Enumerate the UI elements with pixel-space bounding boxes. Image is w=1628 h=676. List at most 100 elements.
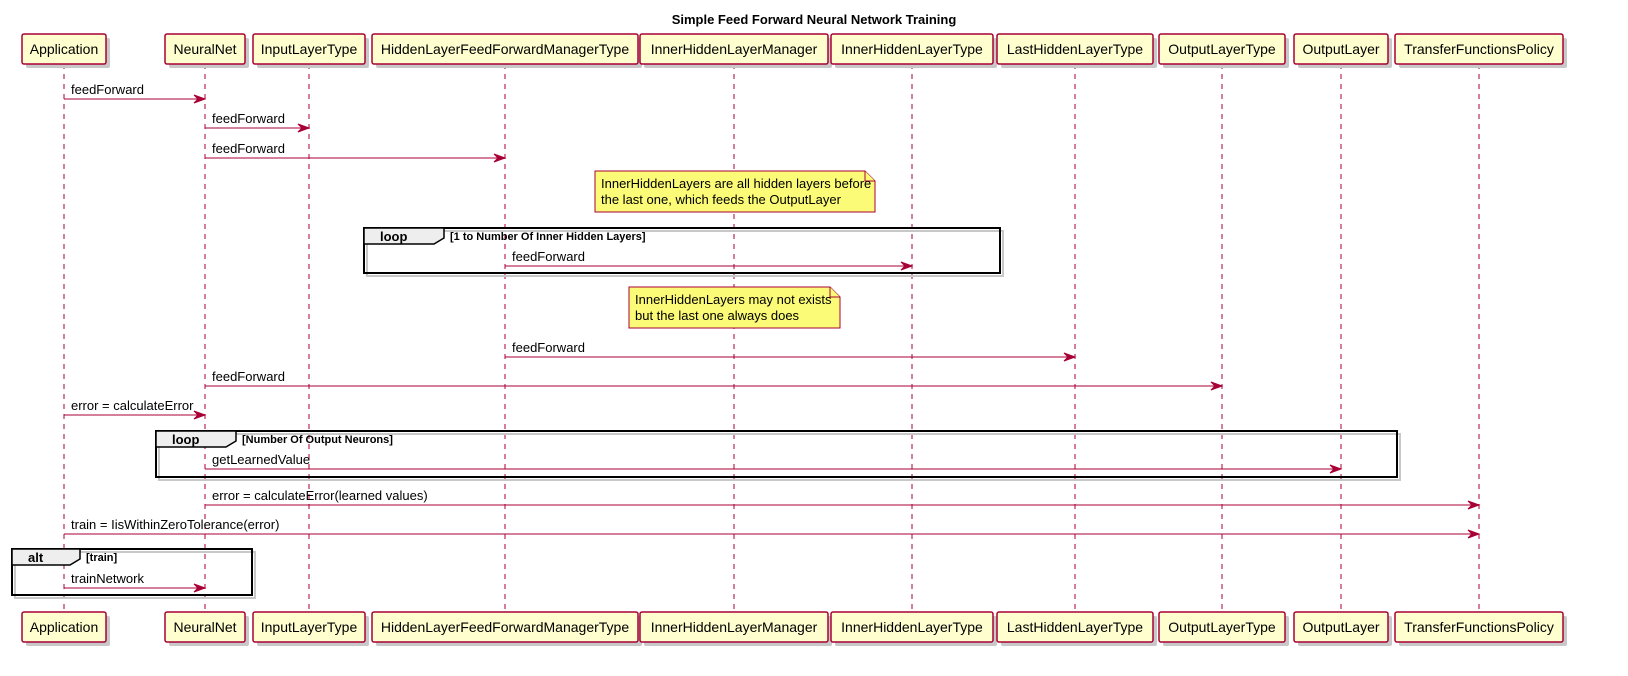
fragment-frame [11,548,253,596]
note-line: InnerHiddenLayers may not exists [635,292,832,307]
fragment-alt-3: alt [train] [11,548,256,599]
message-feed-forward: feedForward [205,369,1224,391]
message-arrowhead [493,153,507,163]
participant-box [371,611,639,643]
messages: feedForward feedForward feedForward feedFor… [64,82,1481,593]
message-feed-forward: feedForward [64,82,207,104]
message-label: trainNetwork [71,571,144,586]
message-error-calculate-error: error = calculateError [64,398,207,420]
message-arrowhead [1210,381,1224,391]
participant-box [639,611,829,643]
participant-label: NeuralNet [173,41,236,57]
participant-label: LastHiddenLayerType [1007,41,1143,57]
message-arrowhead [297,123,311,133]
fragment-shadow [366,230,1004,277]
message-label: feedForward [71,82,144,97]
fragment-loop-2: loop [Number Of Output Neurons] [155,430,1401,481]
note-box [628,286,841,329]
message-arrowhead [1063,352,1077,362]
participant-label: LastHiddenLayerType [1007,619,1143,635]
message-train-iis-within-zero-tolerance-error: train = IisWithinZeroTolerance(error) [64,517,1481,539]
fragment-guard: [train] [86,552,118,564]
participant-box [164,611,246,643]
message-arrowhead [193,583,207,593]
participant-box [1158,611,1286,643]
participant-box [830,33,994,65]
message-train-network: trainNetwork [64,571,207,593]
participant-last-hidden-layer-type-bottom: LastHiddenLayerType [996,611,1157,646]
participant-label: InnerHiddenLayerManager [651,41,818,57]
fragment-guard: [Number Of Output Neurons] [242,434,393,446]
participant-inner-hidden-layer-type-top: InnerHiddenLayerType [830,33,997,68]
participant-hidden-layer-feed-forward-manager-type-top: HiddenLayerFeedForwardManagerType [371,33,642,68]
lifelines [63,64,1480,612]
fragment-loop-1: loop[1 to Number Of Inner Hidden Layers] [363,227,1004,277]
participant-hidden-layer-feed-forward-manager-type-bottom: HiddenLayerFeedForwardManagerType [371,611,642,646]
participant-application-top: Application [21,33,110,68]
participant-input-layer-type-top: InputLayerType [252,33,369,68]
fragment-keyword: loop [380,229,407,244]
note-box [594,170,876,213]
fragment-shadow [158,433,1401,481]
participant-box [164,33,246,65]
fragment-keyword: alt [28,550,44,565]
participant-label: InnerHiddenLayerManager [651,619,818,635]
message-label: error = calculateError(learned values) [212,488,428,503]
participant-neural-net-bottom: NeuralNet [164,611,249,646]
participant-box [21,611,107,643]
participant-last-hidden-layer-type-top: LastHiddenLayerType [996,33,1157,68]
note-line: InnerHiddenLayers are all hidden layers … [601,176,871,191]
participant-box [639,33,829,65]
message-arrowhead [900,261,914,271]
participant-label: TransferFunctionsPolicy [1404,619,1554,635]
participant-box [1293,33,1389,65]
participant-inner-hidden-layer-manager-bottom: InnerHiddenLayerManager [639,611,832,646]
fragment-keyword: loop [172,432,199,447]
participant-box [1394,33,1564,65]
note-fold [864,171,875,182]
participants: ApplicationApplicationNeuralNetNeuralNet… [21,33,1567,646]
message-arrowhead [193,94,207,104]
message-arrowhead [1467,500,1481,510]
participant-input-layer-type-bottom: InputLayerType [252,611,369,646]
message-arrowhead [1467,529,1481,539]
message-feed-forward: feedForward [505,249,914,271]
participant-label: InnerHiddenLayerType [841,41,983,57]
combined-fragments: loop[1 to Number Of Inner Hidden Layers]… [11,227,1401,599]
fragment-frame [155,430,1398,478]
message-label: feedForward [512,249,585,264]
participant-label: OutputLayerType [1168,41,1276,57]
participant-label: InputLayerType [261,41,358,57]
participant-label: HiddenLayerFeedForwardManagerType [381,41,629,57]
participant-transfer-functions-policy-top: TransferFunctionsPolicy [1394,33,1567,68]
participant-label: NeuralNet [173,619,236,635]
participant-output-layer-type-top: OutputLayerType [1158,33,1289,68]
participant-neural-net-top: NeuralNet [164,33,249,68]
message-label: feedForward [212,369,285,384]
participant-label: Application [30,41,99,57]
notes: InnerHiddenLayers are all hidden layers … [594,170,876,329]
participant-output-layer-top: OutputLayer [1293,33,1392,68]
participant-box [1158,33,1286,65]
note-1: InnerHiddenLayers are all hidden layers … [594,170,876,213]
participant-label: OutputLayer [1302,619,1379,635]
message-label: feedForward [212,111,285,126]
message-feed-forward: feedForward [505,340,1077,362]
participant-label: OutputLayer [1302,41,1379,57]
participant-box [830,611,994,643]
participant-box [21,33,107,65]
participant-inner-hidden-layer-type-bottom: InnerHiddenLayerType [830,611,997,646]
message-get-learned-value: getLearnedValue [205,452,1343,474]
note-line: the last one, which feeds the OutputLaye… [601,192,842,207]
message-label: feedForward [212,141,285,156]
message-label: feedForward [512,340,585,355]
message-label: train = IisWithinZeroTolerance(error) [71,517,279,532]
participant-application-bottom: Application [21,611,110,646]
participant-label: HiddenLayerFeedForwardManagerType [381,619,629,635]
participant-label: TransferFunctionsPolicy [1404,41,1554,57]
note-line: but the last one always does [635,308,800,323]
participant-box [371,33,639,65]
participant-box [996,611,1154,643]
